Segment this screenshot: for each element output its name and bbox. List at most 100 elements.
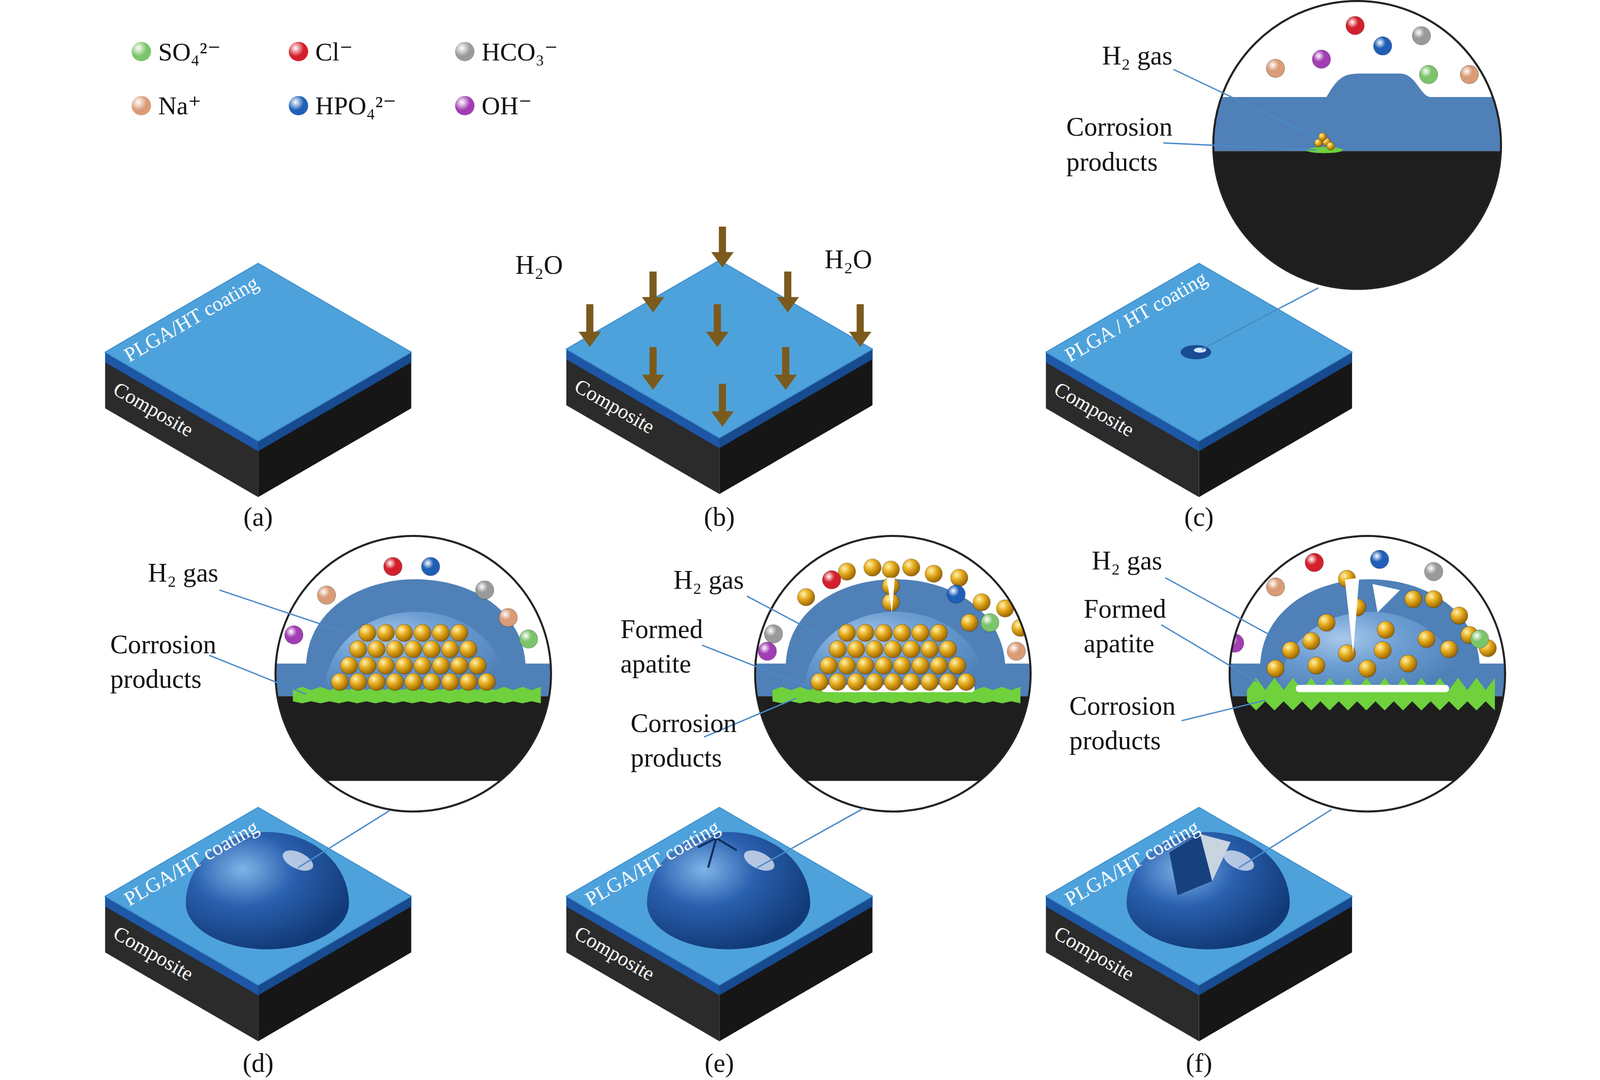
hydrogen-bubble — [797, 588, 815, 606]
ion — [519, 629, 538, 649]
coating-crack — [886, 577, 895, 613]
hydrogen-bubble — [924, 564, 943, 583]
hydrogen-bubble — [395, 656, 413, 675]
magnifier-content — [265, 557, 562, 781]
legend-text: HCO₃⁻ — [481, 36, 558, 67]
coating-crack — [1372, 583, 1400, 613]
hydrogen-bubble — [902, 640, 920, 658]
hydrogen-bubble — [1450, 606, 1468, 625]
ion — [980, 613, 1000, 632]
water-arrow — [782, 346, 790, 378]
hydrogen-bubble — [864, 558, 882, 576]
hydrogen-bubble — [920, 673, 939, 691]
leader-line — [298, 810, 391, 869]
hydrogen-bubble — [450, 624, 468, 642]
composite-section — [265, 695, 562, 781]
leader-line — [1165, 577, 1276, 638]
callout-label: Formed apatite — [620, 612, 774, 682]
panel-label: (b) — [688, 500, 751, 535]
ion — [1312, 49, 1331, 69]
hydrogen-bubble — [847, 640, 865, 658]
hydrogen-bubble — [413, 656, 432, 675]
hydrogen-bubble — [1318, 132, 1327, 141]
ion — [1373, 36, 1392, 55]
hydrogen-bubble — [459, 673, 477, 691]
legend-item: SO₄²⁻ — [131, 36, 221, 67]
hydrogen-bubble — [1326, 141, 1335, 150]
hydrogen-bubble — [957, 673, 975, 691]
hydrogen-bubble — [477, 673, 496, 691]
leader-line — [1181, 699, 1266, 721]
water-arrow — [784, 271, 792, 301]
hydrogen-bubble — [930, 624, 948, 642]
hydrogen-bubble — [882, 560, 900, 579]
hydrogen-bubble — [349, 673, 367, 691]
hydrogen-bubble — [1404, 590, 1422, 608]
hydrogen-bubble — [939, 673, 957, 691]
hydrogen-bubble — [413, 624, 432, 642]
hydrogen-bubble — [856, 656, 874, 675]
legend-swatch — [131, 41, 151, 61]
corrosion-products — [1246, 677, 1495, 711]
panel-label: (d) — [227, 1046, 290, 1080]
hydrogen-bubble — [1377, 621, 1395, 639]
ion — [1424, 562, 1443, 581]
ion — [1419, 65, 1438, 84]
water-arrow — [856, 304, 864, 335]
callout-label: Corrosion products — [1069, 688, 1223, 758]
legend-swatch — [289, 41, 309, 61]
ion — [1346, 16, 1365, 35]
panel-label: (c) — [1168, 500, 1230, 535]
ion — [822, 570, 841, 589]
ion — [946, 584, 966, 603]
leader-line — [701, 645, 809, 687]
water-arrow-head — [642, 374, 665, 390]
callout-label: Formed apatite — [1083, 591, 1237, 661]
water-arrow — [649, 271, 657, 301]
panel-label: (a) — [227, 500, 290, 535]
water-arrow — [713, 304, 721, 335]
hydrogen-bubble — [423, 640, 441, 658]
callout-label: Corrosion products — [630, 706, 784, 776]
hydrogen-bubble — [450, 656, 468, 675]
water-arrow-head — [706, 331, 729, 347]
ion — [1266, 577, 1285, 596]
blister-cavity — [323, 611, 509, 695]
hydrogen-bubble — [441, 640, 459, 658]
magnifier-content — [1219, 550, 1516, 781]
magnifier-content — [1209, 16, 1511, 305]
callout-label: Corrosion products — [1066, 110, 1220, 180]
panel-label: (e) — [688, 1046, 751, 1080]
magnifier-ring — [755, 535, 1031, 812]
legend-swatch — [131, 96, 151, 116]
hydrogen-bubble — [404, 673, 423, 691]
composite-section — [1209, 150, 1511, 304]
hydrogen-bubble — [920, 640, 939, 658]
hydrogen-bubble — [884, 640, 902, 658]
leader-line — [1163, 142, 1317, 150]
hydrogen-bubble — [1266, 659, 1285, 678]
crack — [716, 838, 737, 851]
hydrogen-bubble — [404, 640, 423, 658]
hydrogen-bubble — [432, 624, 450, 642]
magnifier-ring — [1229, 535, 1506, 812]
water-label: H₂O — [824, 242, 873, 278]
hydrogen-bubble — [1358, 659, 1376, 678]
ion — [421, 557, 440, 576]
water-label: H₂O — [515, 247, 564, 283]
hydrogen-bubble — [468, 656, 487, 675]
hydrogen-bubble — [948, 656, 966, 675]
ion — [498, 608, 518, 627]
hydrogen-bubble — [930, 656, 948, 675]
coating-section — [265, 579, 562, 696]
ion — [758, 642, 777, 661]
hydrogen-bubble — [847, 673, 865, 691]
hydrogen-bubble — [376, 656, 395, 675]
flap — [1200, 834, 1231, 881]
hydrogen-bubble — [358, 656, 376, 675]
ion — [317, 585, 336, 604]
composite-section — [745, 695, 1042, 781]
hydrogen-bubble — [358, 624, 376, 642]
